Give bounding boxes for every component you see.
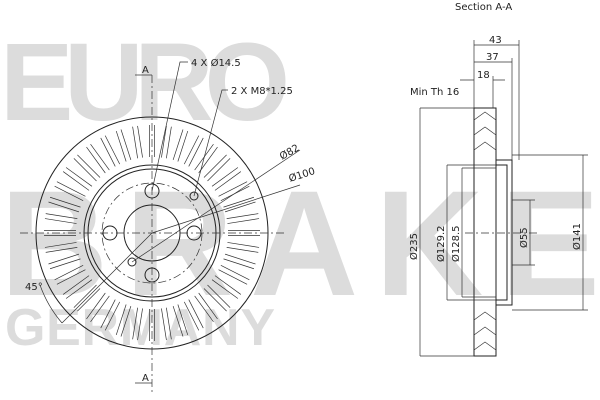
- cooling-vane: [203, 288, 227, 312]
- dim-128-5: Ø128.5: [450, 226, 462, 263]
- cooling-vane: [73, 284, 97, 308]
- cooling-vane: [120, 305, 132, 337]
- cooling-vane: [54, 264, 84, 281]
- disc-section-view: [419, 40, 588, 357]
- cooling-vane: [65, 279, 93, 299]
- cooling-vane: [214, 171, 242, 191]
- cooling-vane: [194, 295, 214, 323]
- cooling-vane: [226, 213, 259, 219]
- cooling-vane: [73, 158, 97, 182]
- watermark: EURO BRAKE GERMANY: [0, 21, 600, 357]
- watermark-euro: EURO: [0, 21, 290, 144]
- cooling-vane: [177, 304, 189, 336]
- cooling-vane: [220, 264, 250, 281]
- cooling-vane: [227, 218, 260, 224]
- angle-label: 45°: [25, 282, 43, 293]
- cooling-vane: [54, 185, 84, 202]
- cooling-vane: [218, 269, 248, 285]
- cooling-vane: [203, 154, 227, 178]
- cooling-vane: [223, 196, 255, 208]
- cooling-vane: [183, 301, 200, 331]
- dim-43: 43: [489, 35, 502, 46]
- cooling-vane: [211, 279, 239, 299]
- cooling-vane: [44, 218, 77, 224]
- cooling-vane: [132, 126, 138, 159]
- cooling-vane: [49, 196, 81, 208]
- cooling-vane: [45, 213, 78, 219]
- cooling-vane: [166, 307, 172, 340]
- cooling-vane: [227, 242, 260, 248]
- dim-55: Ø55: [518, 227, 530, 248]
- cooling-vane: [104, 301, 121, 331]
- cooling-vane: [115, 130, 127, 162]
- dim-129-2: Ø129.2: [435, 226, 447, 263]
- dim-141: Ø141: [571, 223, 583, 250]
- cooling-vane: [223, 258, 255, 270]
- cooling-vane: [177, 130, 189, 162]
- cooling-vane: [226, 247, 259, 253]
- cooling-vane: [86, 292, 106, 320]
- cooling-vane: [218, 181, 248, 197]
- cooling-vane: [86, 146, 106, 174]
- cooling-vane: [161, 308, 167, 341]
- dim-37: 37: [486, 52, 499, 63]
- watermark-brake: BRAKE: [0, 159, 600, 327]
- cooling-vane: [224, 253, 256, 265]
- cooling-vane: [77, 288, 101, 312]
- cooling-vane: [198, 292, 218, 320]
- cooling-vane: [49, 258, 81, 270]
- cooling-vane: [172, 305, 184, 337]
- section-title: Section A-A: [455, 2, 512, 13]
- cooling-vane: [100, 137, 116, 167]
- watermark-germany: GERMANY: [5, 299, 275, 357]
- cooling-vane: [56, 181, 86, 197]
- cooling-vane: [137, 308, 143, 341]
- cooling-vane: [188, 137, 204, 167]
- bolt-holes-label: 4 X Ø14.5: [191, 57, 241, 69]
- cooling-vane: [224, 201, 256, 213]
- section-marker-top: A: [142, 65, 149, 76]
- cooling-vane: [48, 201, 80, 213]
- dim-235: Ø235: [408, 233, 420, 260]
- cooling-vane: [183, 135, 200, 165]
- cooling-vane: [45, 247, 78, 253]
- cooling-vane: [48, 253, 80, 265]
- cooling-vane: [90, 295, 110, 323]
- cooling-vane: [188, 299, 204, 329]
- cooling-vane: [65, 167, 93, 187]
- cooling-vane: [120, 129, 132, 161]
- cooling-vane: [62, 275, 90, 295]
- dim-18: 18: [477, 70, 490, 81]
- cooling-vane: [132, 307, 138, 340]
- cooling-vane: [214, 275, 242, 295]
- cooling-vane: [161, 125, 167, 158]
- cooling-vane: [207, 284, 231, 308]
- disc-front-view: [20, 61, 301, 392]
- cooling-vane: [44, 242, 77, 248]
- cooling-vane: [90, 143, 110, 171]
- cooling-vane: [62, 171, 90, 191]
- cooling-vane: [166, 126, 172, 159]
- section-marker-bottom: A: [142, 373, 149, 384]
- cooling-vane: [172, 129, 184, 161]
- cooling-vane: [77, 154, 101, 178]
- min-thickness-label: Min Th 16: [410, 87, 459, 98]
- cooling-vane: [56, 269, 86, 285]
- cooling-vane: [100, 299, 116, 329]
- cooling-vane: [198, 146, 218, 174]
- threads-label: 2 X M8*1.25: [231, 86, 293, 97]
- cooling-vane: [211, 167, 239, 187]
- cooling-vane: [104, 135, 121, 165]
- cooling-vane: [137, 125, 143, 158]
- cooling-vane: [115, 304, 127, 336]
- cooling-vane: [207, 158, 231, 182]
